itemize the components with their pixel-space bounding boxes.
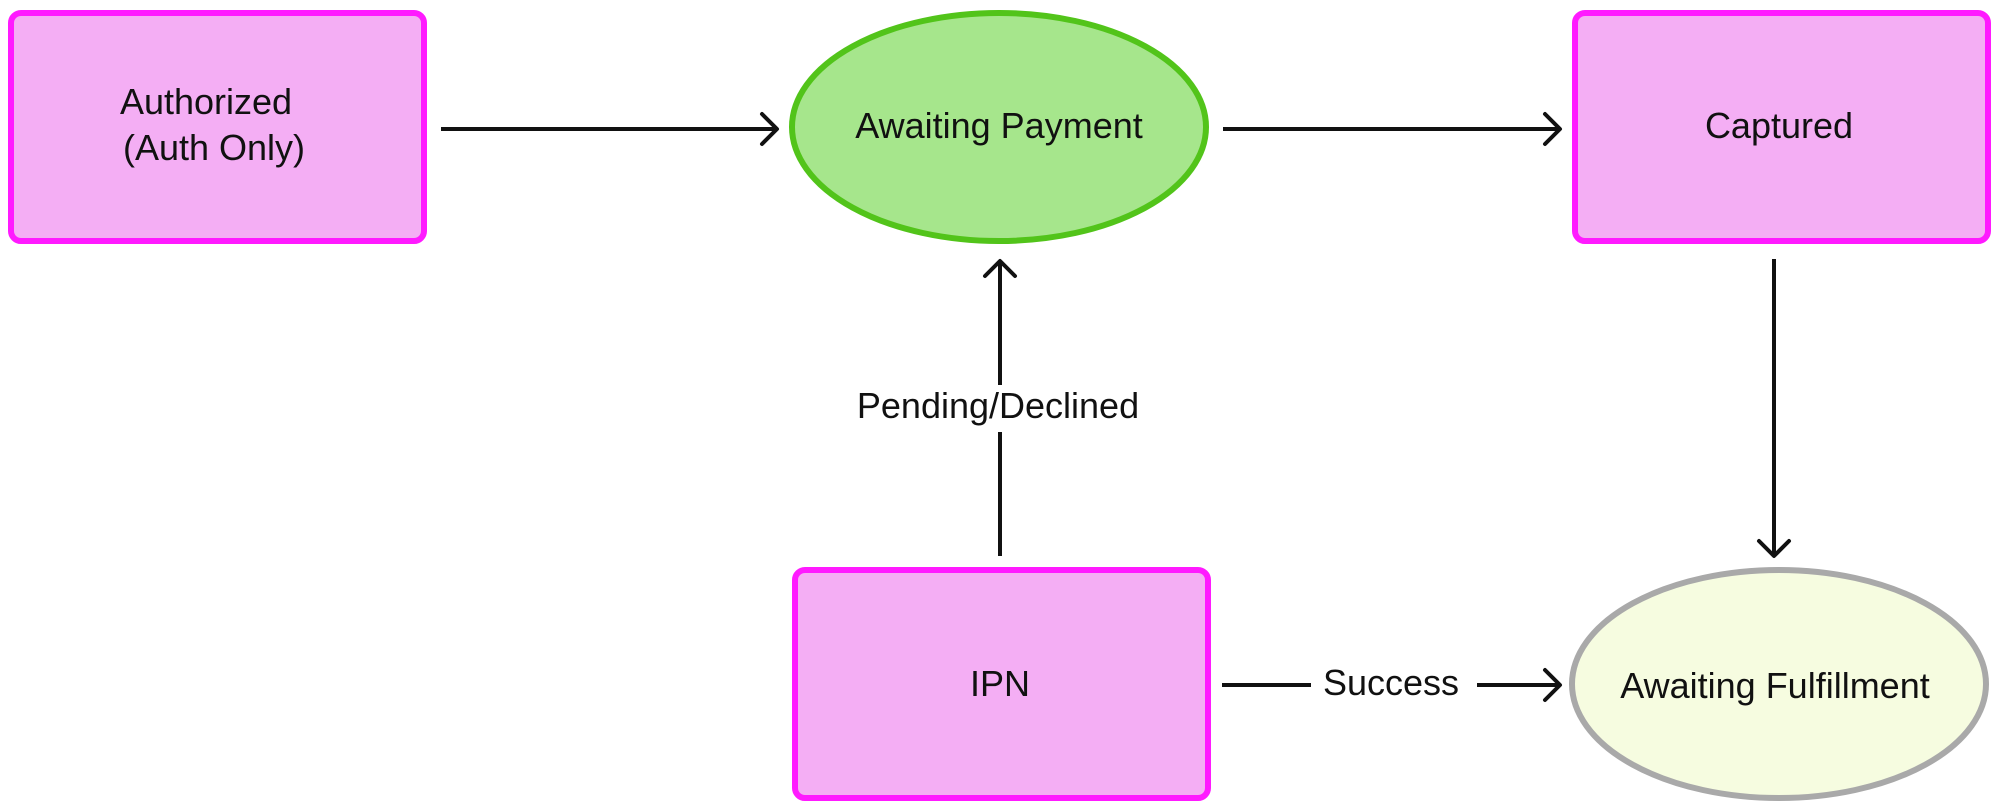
edge-captured-to-awaiting-fulfillment-arrowhead bbox=[1757, 539, 1791, 558]
edge-authorized-to-awaiting-payment-arrowhead bbox=[760, 112, 779, 146]
node-awaiting-fulfillment-shape bbox=[1569, 567, 1989, 801]
node-awaiting-fulfillment-label-line-1: Awaiting Fulfillment bbox=[1620, 665, 1929, 706]
node-awaiting-fulfillment: Awaiting Fulfillment bbox=[1569, 567, 1989, 801]
node-awaiting-payment: Awaiting Payment bbox=[789, 10, 1209, 244]
edge-captured-to-awaiting-fulfillment bbox=[1757, 259, 1791, 558]
node-ipn-label: IPN bbox=[970, 663, 1030, 704]
node-authorized-shape bbox=[8, 10, 427, 244]
node-captured-shape bbox=[1572, 10, 1991, 244]
edge-ipn-to-awaiting-payment-label: Pending/Declined bbox=[857, 385, 1139, 426]
node-authorized: Authorized (Auth Only) bbox=[8, 10, 427, 244]
edge-awaiting-payment-to-captured bbox=[1223, 112, 1562, 146]
edge-ipn-to-awaiting-payment: Pending/Declined bbox=[857, 259, 1139, 556]
node-authorized-label-line-2: (Auth Only) bbox=[123, 127, 305, 168]
node-authorized-label: Authorized (Auth Only) bbox=[120, 81, 305, 168]
node-captured-label: Captured bbox=[1705, 105, 1853, 146]
node-captured: Captured bbox=[1572, 10, 1991, 244]
edge-ipn-to-awaiting-fulfillment-arrowhead bbox=[1543, 668, 1562, 702]
node-captured-label-line-1: Captured bbox=[1705, 105, 1853, 146]
node-authorized-label-line-1: Authorized bbox=[120, 81, 292, 122]
node-ipn-shape bbox=[792, 567, 1211, 801]
edge-ipn-to-awaiting-fulfillment-label: Success bbox=[1323, 662, 1459, 703]
node-ipn-label-line-1: IPN bbox=[970, 663, 1030, 704]
node-awaiting-payment-label: Awaiting Payment bbox=[855, 105, 1143, 146]
node-ipn: IPN bbox=[792, 567, 1211, 801]
node-awaiting-payment-label-line-1: Awaiting Payment bbox=[855, 105, 1143, 146]
node-awaiting-fulfillment-label: Awaiting Fulfillment bbox=[1620, 665, 1929, 706]
edge-awaiting-payment-to-captured-arrowhead bbox=[1543, 112, 1562, 146]
edge-ipn-to-awaiting-fulfillment: Success bbox=[1222, 662, 1562, 703]
edge-authorized-to-awaiting-payment bbox=[441, 112, 779, 146]
node-awaiting-payment-shape bbox=[789, 10, 1209, 244]
edge-ipn-to-awaiting-payment-arrowhead bbox=[983, 259, 1017, 278]
